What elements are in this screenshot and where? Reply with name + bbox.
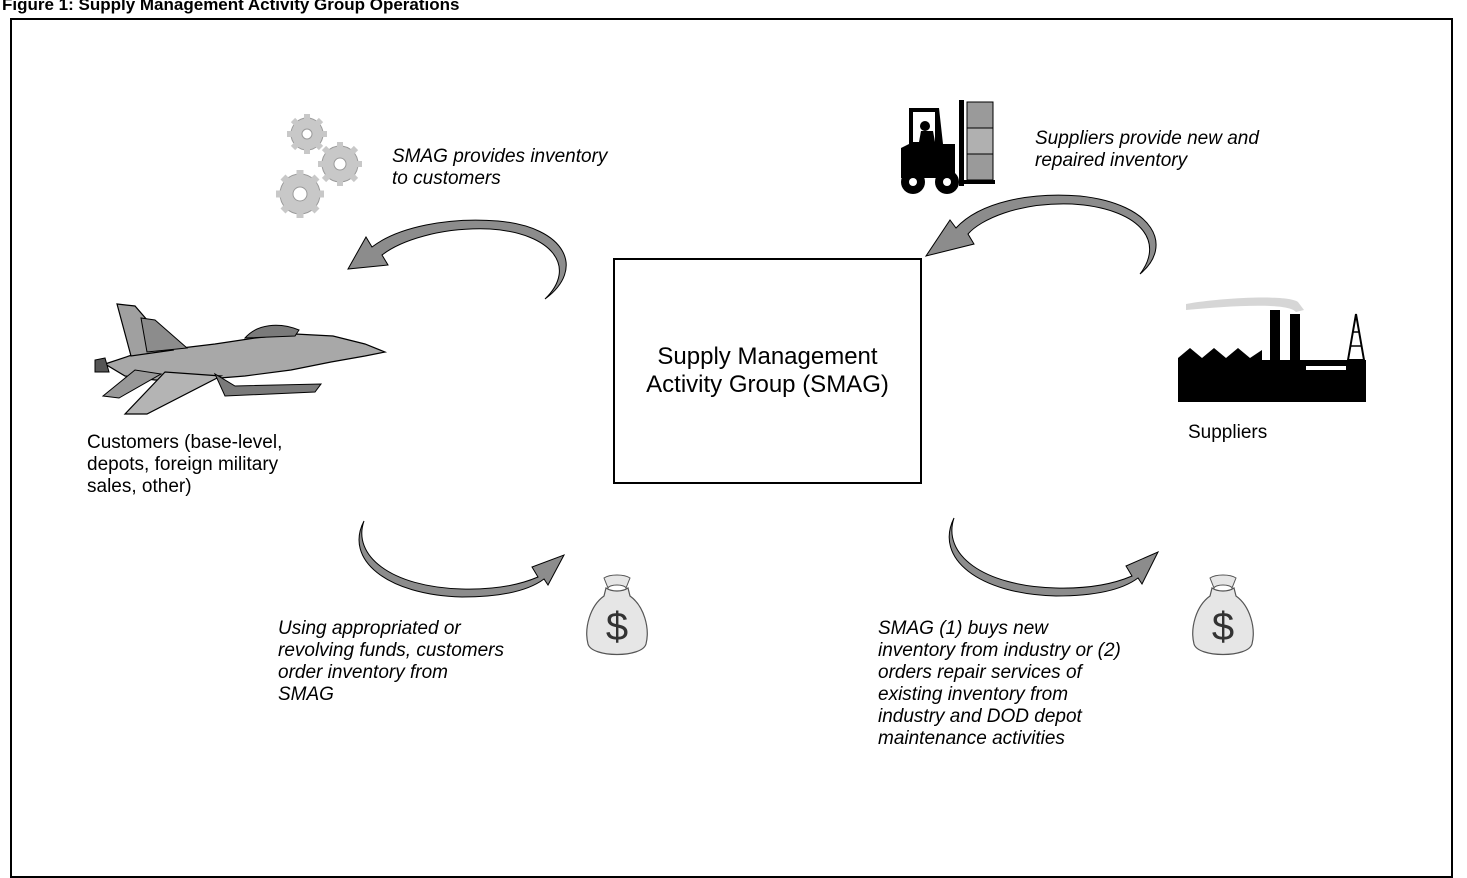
label-customers: Customers (base-level, depots, foreign m… xyxy=(87,432,282,498)
label-line: repaired inventory xyxy=(1035,150,1188,171)
label-line: revolving funds, customers xyxy=(278,640,504,661)
label-smag-buys: SMAG (1) buys new inventory from industr… xyxy=(878,618,1121,750)
label-line: Suppliers provide new and xyxy=(1035,128,1259,149)
money-bag-icon: $ xyxy=(1192,574,1254,655)
label-line: order inventory from xyxy=(278,662,449,683)
label-line: SMAG provides inventory xyxy=(392,146,608,167)
label-line: existing inventory from xyxy=(878,684,1069,705)
label-line: Using appropriated or xyxy=(278,618,461,639)
label-line: to customers xyxy=(392,168,501,189)
label-line: SMAG (1) buys new xyxy=(878,618,1048,639)
figure-title: Figure 1: Supply Management Activity Gro… xyxy=(2,0,460,14)
label-suppliers-provide: Suppliers provide new and repaired inven… xyxy=(1035,128,1259,172)
label-customers-order: Using appropriated or revolving funds, c… xyxy=(278,618,504,706)
label-line: orders repair services of xyxy=(878,662,1082,683)
dollar-sign: $ xyxy=(1212,605,1234,649)
gears-icon xyxy=(276,114,362,218)
smag-box-line-2: Activity Group (SMAG) xyxy=(646,371,889,398)
factory-icon xyxy=(1178,297,1366,402)
label-smag-provides: SMAG provides inventory to customers xyxy=(392,146,607,190)
label-line: inventory from industry or (2) xyxy=(878,640,1121,661)
label-line: SMAG xyxy=(278,684,334,705)
smag-box-line-1: Supply Management xyxy=(657,343,878,370)
label-line: depots, foreign military xyxy=(87,454,279,475)
label-line: maintenance activities xyxy=(878,728,1065,749)
dollar-sign: $ xyxy=(606,605,628,649)
arrow-suppliers-to-smag xyxy=(924,194,1157,275)
arrow-customers-to-smag xyxy=(358,520,566,598)
label-line: industry and DOD depot xyxy=(878,706,1082,727)
forklift-icon xyxy=(901,100,995,194)
arrow-smag-to-suppliers xyxy=(948,517,1160,597)
label-suppliers: Suppliers xyxy=(1188,422,1268,443)
smag-box: Supply Management Activity Group (SMAG) xyxy=(613,258,922,484)
label-line: Customers (base-level, xyxy=(87,432,283,453)
money-bag-icon: $ xyxy=(586,574,648,655)
label-line: sales, other) xyxy=(87,476,192,497)
fighter-jet-icon xyxy=(94,303,388,415)
arrow-smag-to-customers xyxy=(347,219,567,300)
